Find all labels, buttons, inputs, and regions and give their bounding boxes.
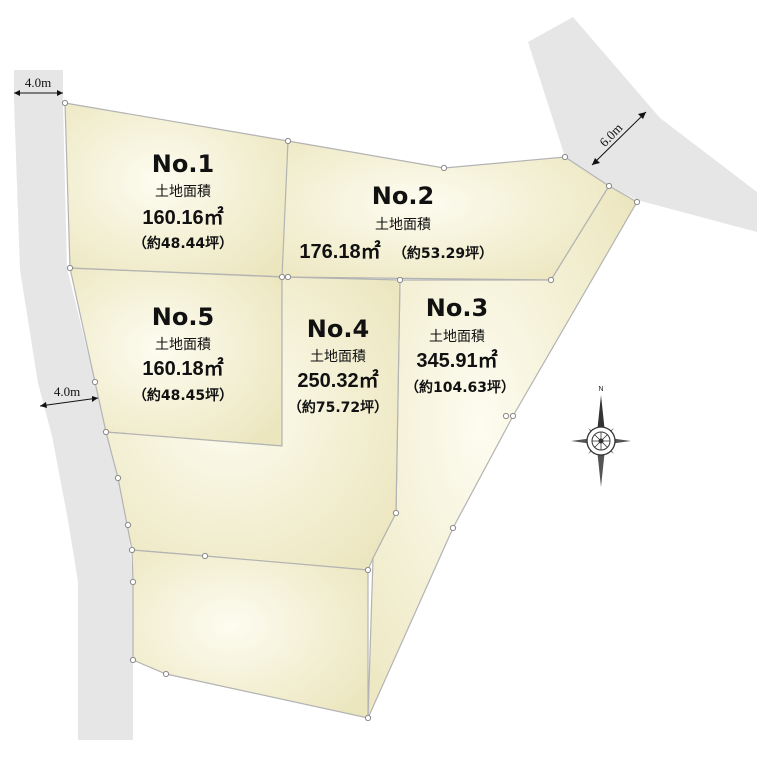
- road-width-label: 4.0m: [25, 75, 51, 90]
- road-dimension-west-mid: 4.0m: [39, 384, 99, 408]
- boundary-marker: [392, 509, 400, 517]
- boundary-marker: [502, 412, 510, 420]
- west-road: [14, 70, 133, 740]
- svg-text:（約75.72坪）: （約75.72坪）: [288, 399, 388, 416]
- boundary-markers: [61, 99, 641, 722]
- svg-text:No.1: No.1: [152, 150, 214, 178]
- lot-1-label: No.1 土地面積 160.16㎡ （約48.44坪）: [133, 150, 233, 252]
- lot-4-label: No.4 土地面積 250.32㎡ （約75.72坪）: [288, 315, 388, 416]
- boundary-marker: [61, 99, 69, 107]
- boundary-marker: [201, 552, 209, 560]
- svg-text:土地面積: 土地面積: [155, 337, 211, 353]
- boundary-marker: [364, 566, 372, 574]
- boundary-marker: [440, 164, 448, 172]
- lot-5-label: No.5 土地面積 160.18㎡ （約48.45坪）: [133, 303, 233, 404]
- svg-text:（約104.63坪）: （約104.63坪）: [405, 379, 515, 396]
- svg-text:No.3: No.3: [426, 294, 488, 322]
- boundary-marker: [547, 276, 555, 284]
- boundary-marker: [129, 578, 137, 586]
- boundary-marker: [128, 546, 136, 554]
- svg-text:（約48.44坪）: （約48.44坪）: [133, 235, 233, 252]
- svg-text:345.91㎡: 345.91㎡: [416, 348, 497, 372]
- svg-text:176.18㎡: 176.18㎡: [299, 239, 380, 263]
- boundary-marker: [129, 656, 137, 664]
- svg-text:250.32㎡: 250.32㎡: [297, 368, 378, 392]
- boundary-marker: [633, 198, 641, 206]
- svg-text:（約53.29坪）: （約53.29坪）: [393, 245, 493, 262]
- boundary-marker: [114, 474, 122, 482]
- svg-text:160.18㎡: 160.18㎡: [142, 356, 223, 380]
- road-dimension-west-top: 4.0m: [14, 75, 63, 96]
- lot-3-shape: [367, 185, 638, 719]
- boundary-marker: [91, 378, 99, 386]
- boundary-marker: [162, 670, 170, 678]
- svg-text:No.5: No.5: [152, 303, 214, 331]
- boundary-marker: [124, 521, 132, 529]
- boundary-marker: [605, 182, 613, 190]
- boundary-marker: [509, 412, 517, 420]
- boundary-marker: [102, 428, 110, 436]
- svg-text:土地面積: 土地面積: [429, 329, 485, 345]
- boundary-marker: [449, 524, 457, 532]
- boundary-marker: [284, 137, 292, 145]
- boundary-marker: [278, 273, 286, 281]
- boundary-marker: [396, 276, 404, 284]
- boundary-marker: [66, 264, 74, 272]
- svg-text:160.16㎡: 160.16㎡: [142, 205, 223, 229]
- road-width-label: 4.0m: [54, 384, 80, 399]
- north-east-road: [528, 17, 757, 232]
- svg-text:土地面積: 土地面積: [375, 217, 431, 233]
- compass-north-label: N: [598, 386, 603, 393]
- lot-2-label: No.2 土地面積 176.18㎡ （約53.29坪）: [299, 182, 493, 263]
- svg-text:土地面積: 土地面積: [310, 349, 366, 365]
- svg-text:（約48.45坪）: （約48.45坪）: [133, 387, 233, 404]
- boundary-marker: [284, 273, 292, 281]
- lot-3-label: No.3 土地面積 345.91㎡ （約104.63坪）: [405, 294, 515, 396]
- svg-text:No.4: No.4: [307, 315, 369, 343]
- boundary-marker: [561, 153, 569, 161]
- svg-text:土地面積: 土地面積: [155, 184, 211, 200]
- svg-text:No.2: No.2: [372, 182, 434, 210]
- compass-rose-icon: N: [571, 386, 631, 487]
- lot-bottom-shape: [131, 549, 369, 719]
- boundary-marker: [364, 714, 372, 722]
